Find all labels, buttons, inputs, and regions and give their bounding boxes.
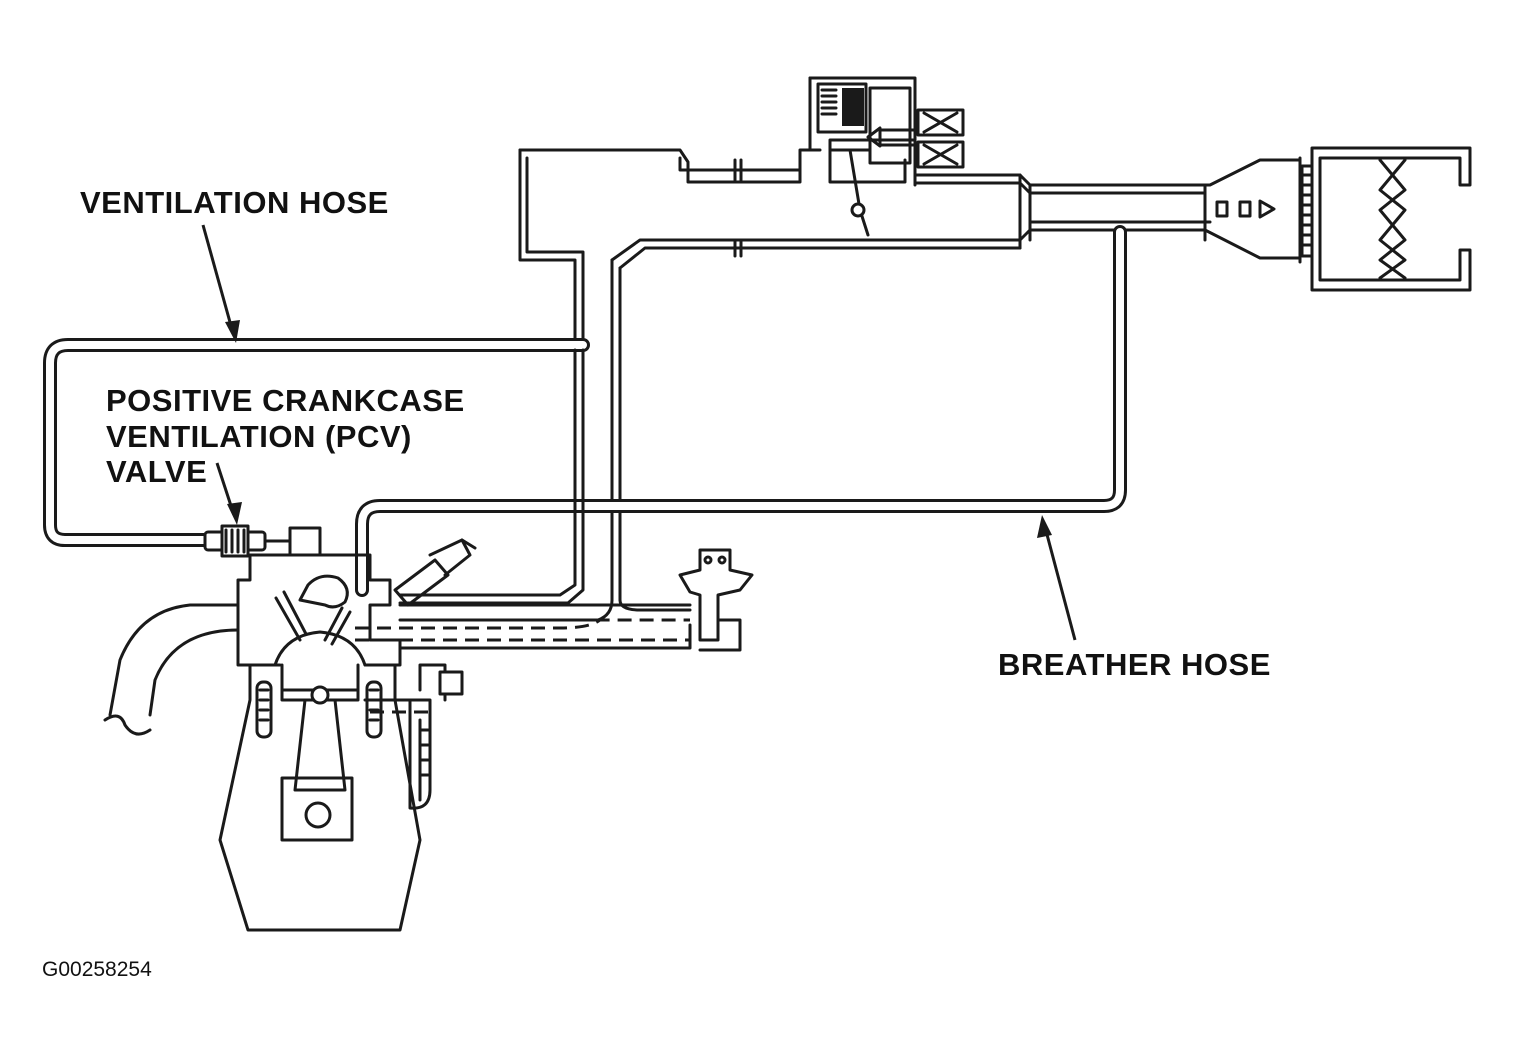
air-cleaner	[1298, 146, 1472, 292]
flow-arrow-icon	[1215, 199, 1276, 219]
pcv-valve-pointer	[215, 462, 242, 525]
ventilation-hose-pointer	[201, 224, 240, 343]
figure-id: G00258254	[42, 958, 152, 981]
intake-duct	[518, 148, 1302, 602]
breather-hose-pointer	[1037, 515, 1077, 641]
pcv-valve-label-line1: POSITIVE CRANKCASE	[106, 383, 465, 418]
breather-hose	[355, 225, 1127, 597]
ventilation-hose	[43, 338, 590, 547]
pcv-valve-label-line2: VENTILATION (PCV)	[106, 419, 412, 454]
pcv-valve-label-line3: VALVE	[106, 454, 208, 489]
ventilation-hose-label: VENTILATION HOSE	[80, 185, 389, 220]
engine	[103, 538, 692, 932]
throttle-body	[808, 76, 965, 237]
runner-valve	[678, 548, 754, 652]
breather-hose-label: BREATHER HOSE	[998, 647, 1271, 682]
pcv-valve	[203, 524, 322, 558]
